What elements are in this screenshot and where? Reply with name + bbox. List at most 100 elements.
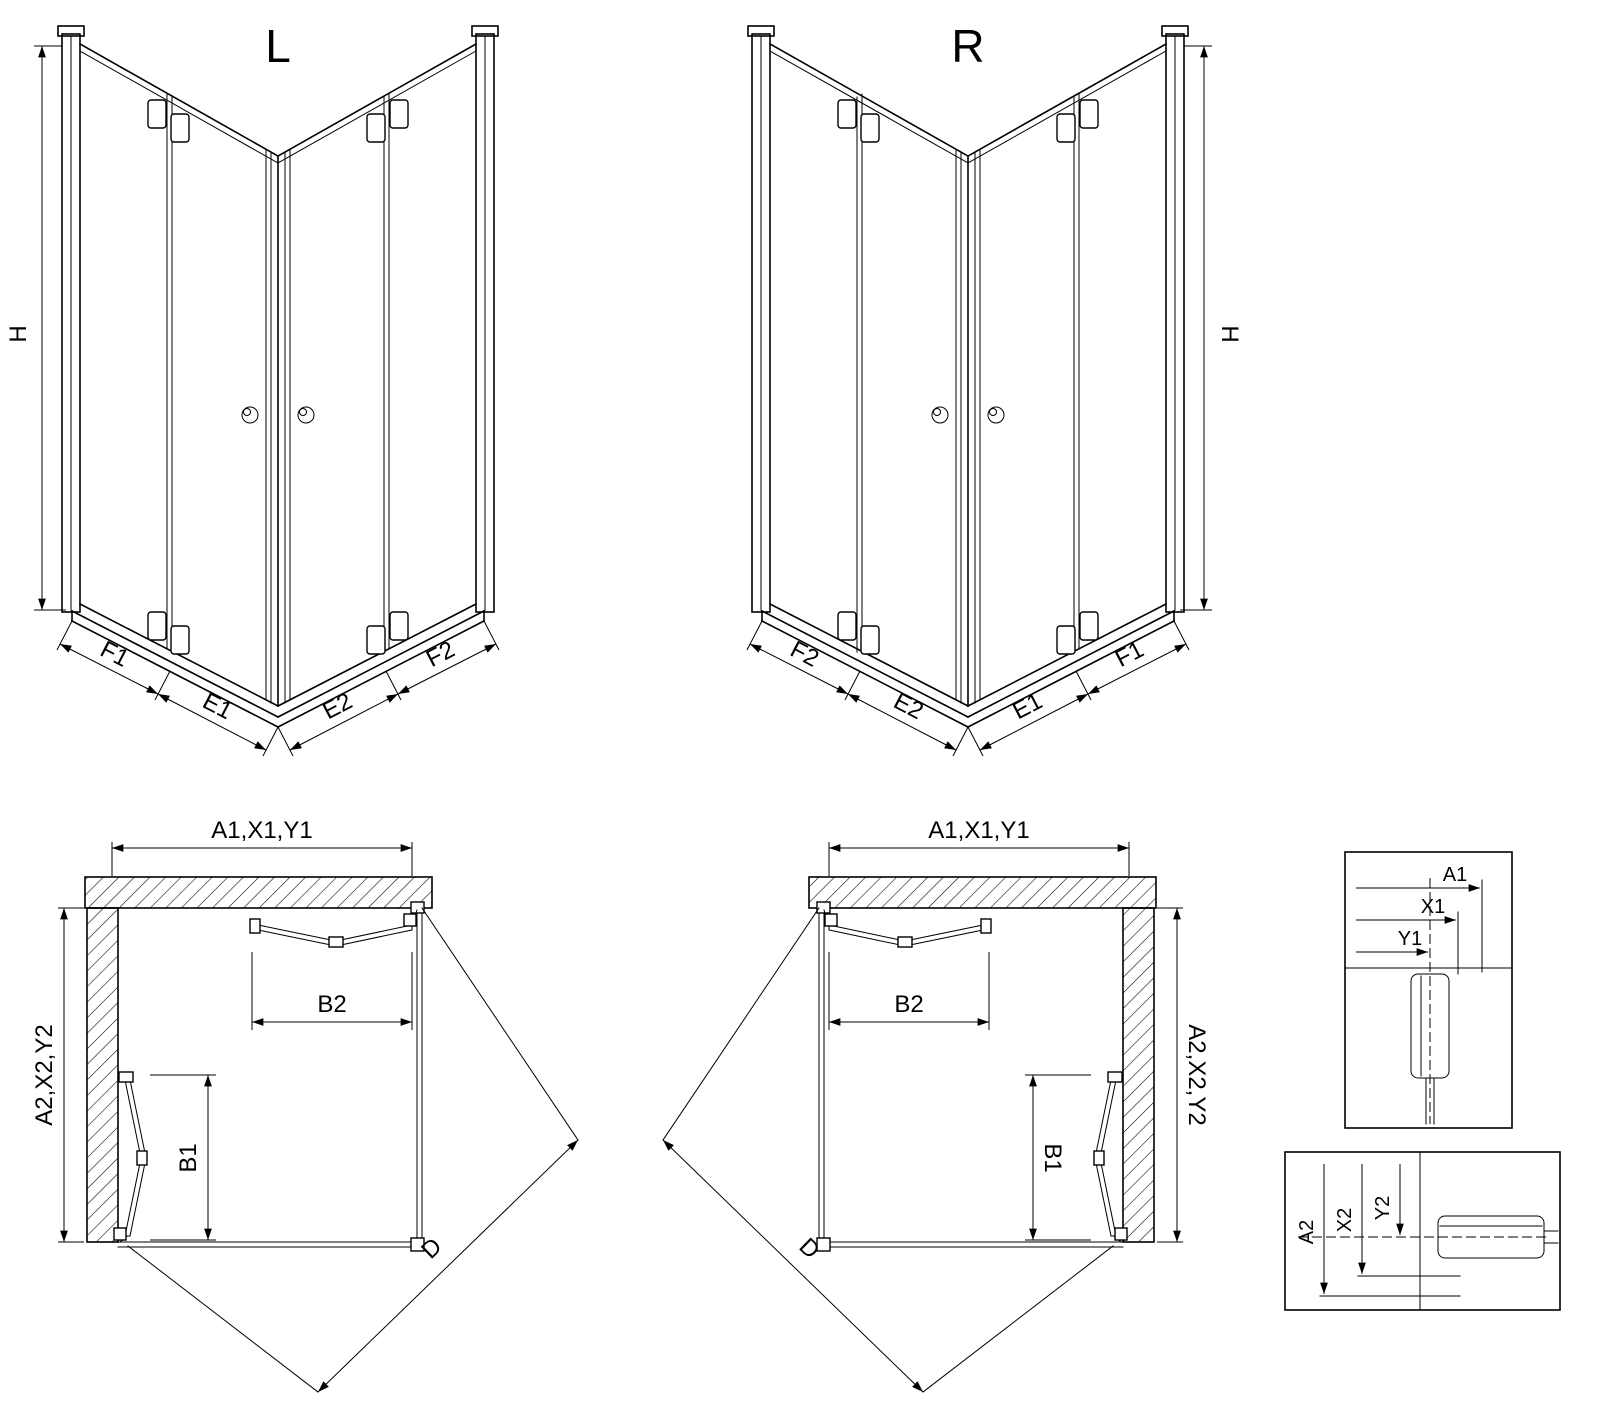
- profile-bar: [751, 33, 771, 613]
- hinges: [837, 99, 1099, 655]
- x2-detail-label: X2: [1334, 1208, 1356, 1232]
- fold-hinge: [136, 1150, 148, 1166]
- hinge-icon: [147, 611, 167, 641]
- door-swing-diagonal: D: [127, 907, 579, 1393]
- bifold-door-left: [113, 1071, 148, 1243]
- profile-detail-top: A1 X1 Y1: [1344, 851, 1513, 1129]
- b1-dimension: B1: [1025, 1074, 1091, 1241]
- profile-cap: [1161, 25, 1189, 37]
- a2-detail-label: A2: [1296, 1220, 1318, 1244]
- hinge-icon: [1079, 99, 1099, 129]
- door-knobs: [241, 406, 315, 424]
- view-label-right: R: [951, 20, 984, 72]
- hinge-icon: [389, 99, 409, 129]
- height-dimension: H: [5, 45, 66, 611]
- wall-profile-right: [1161, 25, 1189, 613]
- door-bracket: [1107, 1071, 1123, 1083]
- b1-dim-label: B1: [175, 1143, 202, 1172]
- height-dim-label: H: [1216, 325, 1243, 342]
- hinge-icon: [170, 625, 190, 655]
- detail-dimensions: A2 X2 Y2: [1296, 1164, 1461, 1297]
- wall-left-hatched: [86, 907, 119, 1243]
- hinge-icon: [860, 113, 880, 143]
- detail-dimensions: A1 X1 Y1: [1356, 864, 1483, 975]
- fold-hinge: [1093, 1150, 1105, 1166]
- depth-dimension: A2,X2,Y2: [1157, 907, 1210, 1243]
- segment-label-f2: F2: [422, 636, 459, 673]
- bifold-door-top: [249, 909, 418, 948]
- segment-label-f1: F1: [96, 636, 133, 673]
- corner-bracket: [816, 901, 831, 914]
- knob-icon: [241, 406, 259, 424]
- wall-profile-left: [747, 25, 775, 613]
- plan-view-left: A1,X1,Y1 A2,X2,Y2: [31, 817, 579, 1393]
- wall-profile-left: [57, 25, 85, 613]
- bifold-door-top: [823, 909, 992, 948]
- a1-detail-label: A1: [1443, 864, 1467, 886]
- profile-cap: [747, 25, 775, 37]
- b1-dim-label: B1: [1039, 1143, 1066, 1172]
- hinge-icon: [389, 611, 409, 641]
- profile-section: [1410, 973, 1450, 1125]
- profile-cap: [471, 25, 499, 37]
- width-dim-label: A1,X1,Y1: [928, 817, 1029, 844]
- width-dimension: A1,X1,Y1: [111, 817, 413, 876]
- hinge-icon: [1056, 625, 1076, 655]
- profile-bar: [61, 33, 81, 613]
- hinge-icon: [366, 113, 386, 143]
- b2-dim-label: B2: [317, 991, 346, 1018]
- depth-dim-label: A2,X2,Y2: [31, 1024, 58, 1125]
- segment-label-f2: F2: [786, 636, 823, 673]
- width-dimension: A1,X1,Y1: [828, 817, 1130, 876]
- bifold-door-right: [1093, 1071, 1128, 1243]
- door-bracket: [980, 918, 992, 934]
- hinge-icon: [170, 113, 190, 143]
- height-dimension: H: [1180, 45, 1243, 611]
- glass-panels: [768, 42, 1168, 708]
- profile-bar: [1165, 33, 1185, 613]
- hinge-icon: [1079, 611, 1099, 641]
- plan-view-right: A1,X1,Y1 A2,X2,Y2: [662, 817, 1210, 1393]
- door-bracket: [403, 913, 417, 927]
- y2-detail-label: Y2: [1372, 1196, 1394, 1220]
- wall-profile-right: [471, 25, 499, 613]
- depth-dim-label: A2,X2,Y2: [1183, 1024, 1210, 1125]
- width-dim-label: A1,X1,Y1: [211, 817, 312, 844]
- hinge-icon: [147, 99, 167, 129]
- perspective-view-right: R: [746, 20, 1243, 757]
- door-bracket: [249, 918, 261, 934]
- b2-dim-label: B2: [894, 991, 923, 1018]
- hinge-icon: [837, 99, 857, 129]
- enclosure-outline: [117, 901, 425, 1252]
- knob-icon: [931, 406, 949, 424]
- y1-detail-label: Y1: [1398, 928, 1422, 950]
- knob-icon: [297, 406, 315, 424]
- corner-bracket: [410, 901, 425, 914]
- wall-top-hatched: [84, 876, 433, 909]
- b2-dimension: B2: [828, 952, 990, 1030]
- fold-hinge: [328, 936, 344, 948]
- x1-detail-label: X1: [1421, 896, 1445, 918]
- profile-cap: [57, 25, 85, 37]
- knob-icon: [987, 406, 1005, 424]
- profile-section: [1437, 1215, 1559, 1259]
- hinge-icon: [860, 625, 880, 655]
- wall-right-hatched: [1122, 907, 1155, 1243]
- hinge-icon: [366, 625, 386, 655]
- b1-dimension: B1: [150, 1074, 216, 1241]
- door-knobs: [931, 406, 1005, 424]
- hinge-icon: [1056, 113, 1076, 143]
- fold-hinge: [897, 936, 913, 948]
- enclosure-outline: [816, 901, 1124, 1252]
- door-bracket: [824, 913, 838, 927]
- hinges: [147, 99, 409, 655]
- profile-detail-bottom: A2 X2 Y2: [1284, 1151, 1561, 1311]
- door-bracket: [1114, 1227, 1128, 1241]
- door-bracket: [118, 1071, 134, 1083]
- detail-frame: [1284, 1151, 1561, 1311]
- profile-bar: [475, 33, 495, 613]
- height-dim-label: H: [5, 325, 32, 342]
- glass-panels: [78, 42, 478, 708]
